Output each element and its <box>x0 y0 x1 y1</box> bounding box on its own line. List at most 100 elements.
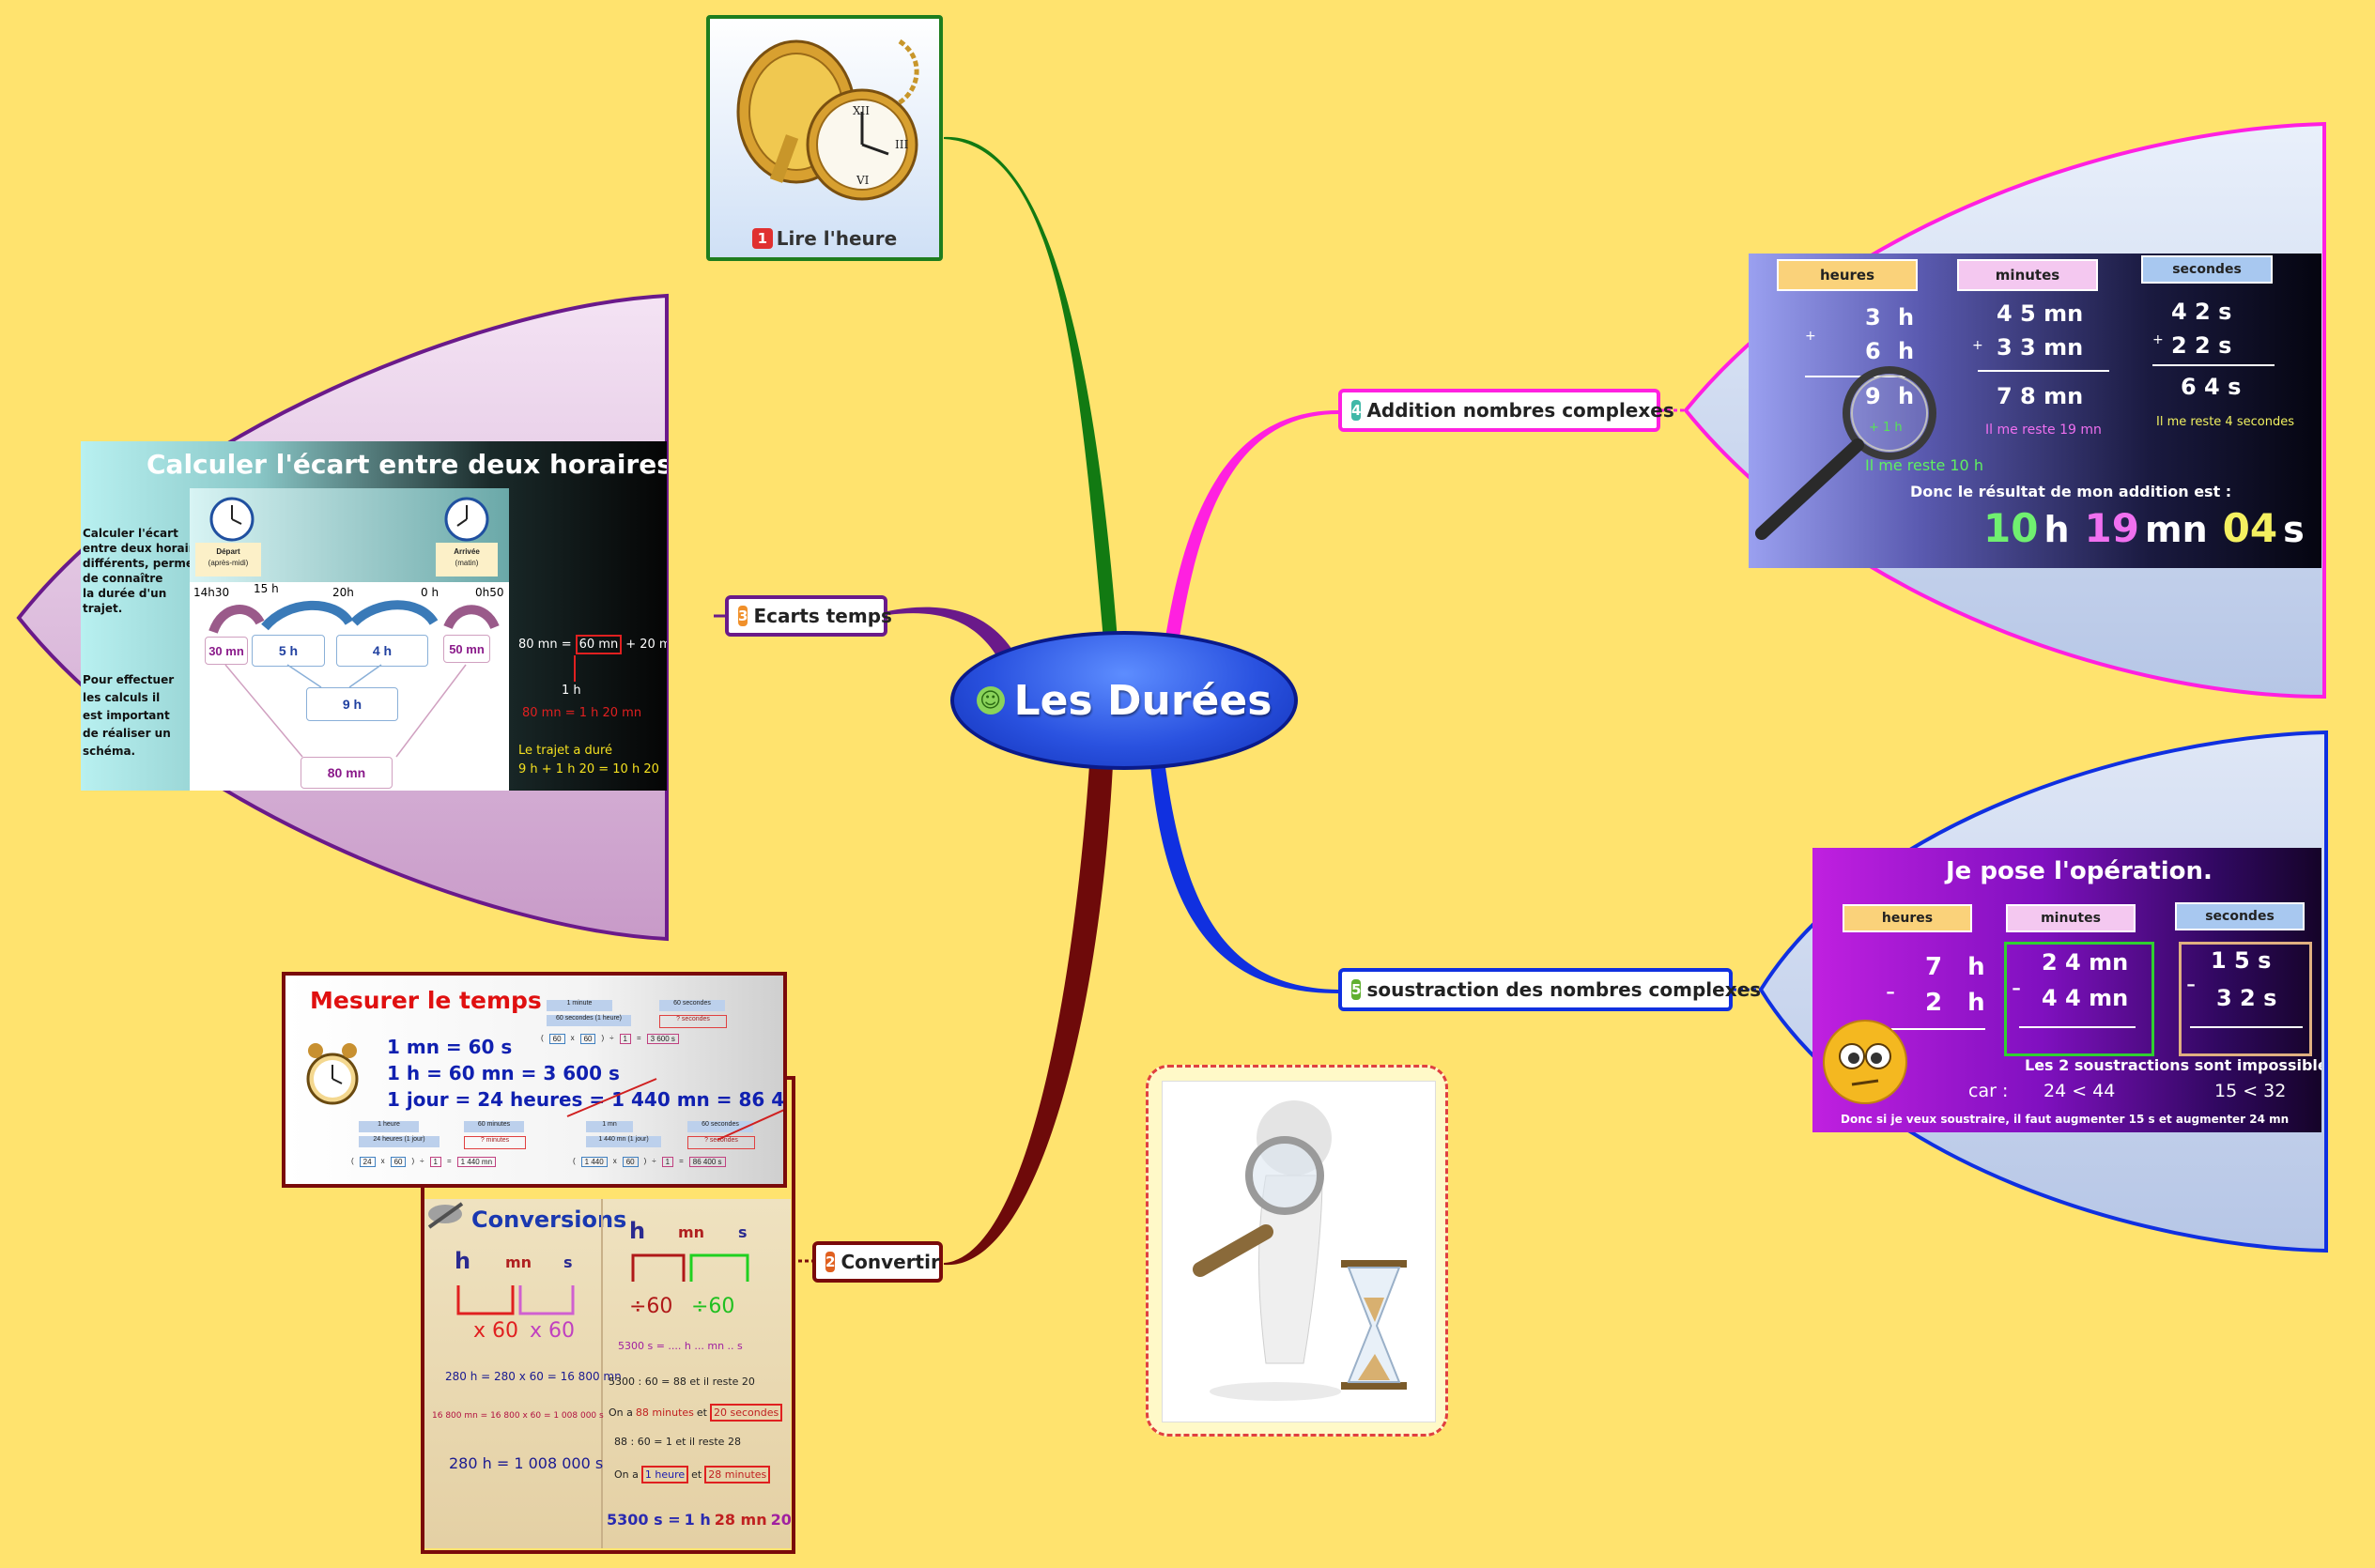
result-minutes: 19 <box>2084 505 2139 551</box>
thinking-smiley-icon <box>1823 1020 1907 1104</box>
svg-text:XII: XII <box>853 104 870 117</box>
right-l2c: et <box>696 1407 707 1419</box>
box-total-80mn: 80 mn <box>301 757 393 789</box>
mult-arrows <box>456 1285 575 1315</box>
ecarts-temps-label: Ecarts temps <box>753 605 892 627</box>
lire-heure-label: Lire l'heure <box>776 227 898 250</box>
plus-s: + <box>2152 332 2164 347</box>
mini-diagram-2: 1 heure 60 minutes 24 heures (1 jour) ? … <box>351 1119 539 1176</box>
right-line-3: 88 : 60 = 1 et il reste 28 <box>614 1436 741 1448</box>
mult-1: x 60 <box>473 1319 519 1343</box>
calc-arrow <box>574 655 576 682</box>
convertir-label: Convertir <box>841 1251 940 1273</box>
calc-hour: 1 h <box>562 684 581 698</box>
div-2: ÷60 <box>691 1295 735 1318</box>
right-result-a: 5300 s = <box>607 1511 681 1529</box>
mini-diagram-3: 1 mn 60 secondes 1 440 mn (1 jour) ? sec… <box>567 1119 783 1176</box>
car-1: 24 < 44 <box>2043 1081 2116 1101</box>
s-header-minutes: minutes <box>2006 904 2136 932</box>
conclusion: Donc si je veux soustraire, il faut augm… <box>1841 1113 2290 1126</box>
ecarts-slide: Calculer l'écart entre deux horaires Cal… <box>81 441 667 791</box>
unit-h-right: h <box>629 1218 646 1244</box>
right-l2d: 20 secondes <box>710 1404 783 1422</box>
mesurer-line-1: 1 mn = 60 s <box>387 1036 513 1058</box>
hours-1: 3 h <box>1865 304 1915 331</box>
header-heures: heures <box>1777 259 1918 291</box>
left-line-2: 16 800 mn = 16 800 x 60 = 1 008 000 s <box>432 1411 604 1421</box>
box-4h: 4 h <box>336 635 428 667</box>
hours-result: 9 h <box>1865 383 1914 409</box>
ecarts-connector-lines <box>224 664 467 758</box>
seconds-2: 2 2 s <box>2171 332 2232 359</box>
right-l4b: 1 heure <box>640 1466 689 1483</box>
s-hours-1: 7 h <box>1925 953 1985 981</box>
result-seconds: 04 <box>2222 505 2278 551</box>
arrivee-sub: (matin) <box>455 559 479 567</box>
clock-depart-icon <box>209 497 254 542</box>
minutes-1: 4 5 mn <box>1997 300 2084 327</box>
hours-2: 6 h <box>1865 338 1915 364</box>
result-hours: 10 <box>1983 505 2039 551</box>
arrivee-label: Arrivée <box>454 547 480 556</box>
box-sum-9h: 9 h <box>306 687 398 721</box>
box-50mn: 50 mn <box>443 635 490 663</box>
time-arrows <box>208 600 500 634</box>
right-line-1: 5300 : 60 = 88 et il reste 20 <box>609 1376 755 1388</box>
central-topic[interactable]: ☺ Les Durées <box>950 631 1298 770</box>
box-5h: 5 h <box>252 635 325 667</box>
ecarts-slide-title: Calculer l'écart entre deux horaires <box>147 449 667 480</box>
minus-h: - <box>1886 976 1896 1007</box>
pencils-icon <box>427 1202 464 1229</box>
unit-h-left: h <box>455 1248 471 1274</box>
convertir-node[interactable]: 2 Convertir <box>812 1241 943 1283</box>
floating-figure-image <box>1146 1065 1448 1437</box>
soustraction-title: Je pose l'opération. <box>1946 857 2213 885</box>
addition-label: Addition nombres complexes <box>1366 399 1674 422</box>
seconds-result: 6 4 s <box>2181 374 2242 400</box>
branch-connector-addition <box>1164 410 1338 643</box>
smiley-icon: ☺ <box>976 686 1005 715</box>
soustraction-label: soustraction des nombres complexes <box>1366 978 1762 1001</box>
lire-heure-node[interactable]: XII III VI 1 Lire l'heure <box>706 15 943 261</box>
result-1: Le trajet a duré <box>518 744 613 758</box>
ecarts-temps-node[interactable]: 3 Ecarts temps <box>725 595 892 637</box>
svg-text:VI: VI <box>856 174 870 187</box>
right-l2b: 88 minutes <box>635 1407 694 1419</box>
calc-line-1a: 80 mn = <box>518 638 572 652</box>
mesurer-red-arrows <box>566 1078 783 1141</box>
priority-2-icon: 2 <box>825 1252 836 1272</box>
result-hours-unit: h <box>2043 509 2070 550</box>
unit-s-right: s <box>738 1223 748 1241</box>
branch-connector-lire <box>944 136 1118 640</box>
priority-4-icon: 4 <box>1351 400 1362 421</box>
result-seconds-unit: s <box>2283 509 2305 550</box>
mesurer-title: Mesurer le temps <box>310 987 542 1014</box>
s-header-heures: heures <box>1843 904 1972 932</box>
time-2: 15 h <box>254 582 279 595</box>
soustraction-node[interactable]: 5 soustraction des nombres complexes <box>1338 968 1761 1011</box>
minus-s: - <box>2186 968 2197 999</box>
time-4: 0 h <box>421 586 440 599</box>
priority-1-icon: 1 <box>751 228 773 249</box>
magnifying-glass-icon <box>1755 366 1936 540</box>
right-question: 5300 s = .... h ... mn .. s <box>618 1340 743 1352</box>
box-30mn: 30 mn <box>205 637 248 665</box>
mesurer-line-3: 1 jour = 24 heures = 1 440 mn = 86 400 s <box>387 1088 787 1111</box>
left-line-1: 280 h = 280 x 60 = 16 800 mn <box>445 1370 622 1383</box>
ecarts-diagram: Départ(après-midi) Arrivée(matin) 14h30 … <box>190 488 509 791</box>
clock-arrivee-icon <box>444 497 489 542</box>
right-l4c: et <box>691 1468 702 1481</box>
right-l4a: On a <box>614 1468 639 1481</box>
addition-node[interactable]: 4 Addition nombres complexes <box>1338 389 1674 432</box>
depart-sub: (après-midi) <box>208 559 249 567</box>
div-arrows <box>631 1253 749 1282</box>
mesurer-line-2: 1 h = 60 mn = 3 600 s <box>387 1062 620 1084</box>
soustraction-slide: Je pose l'opération. heures minutes seco… <box>1812 848 2321 1132</box>
unit-s-left: s <box>563 1253 573 1271</box>
figure-magnifier-hourglass <box>1193 1100 1407 1401</box>
result-minutes-unit: mn <box>2144 509 2208 550</box>
header-secondes: secondes <box>2141 255 2273 284</box>
pocket-watch-image: XII III VI <box>736 38 919 201</box>
